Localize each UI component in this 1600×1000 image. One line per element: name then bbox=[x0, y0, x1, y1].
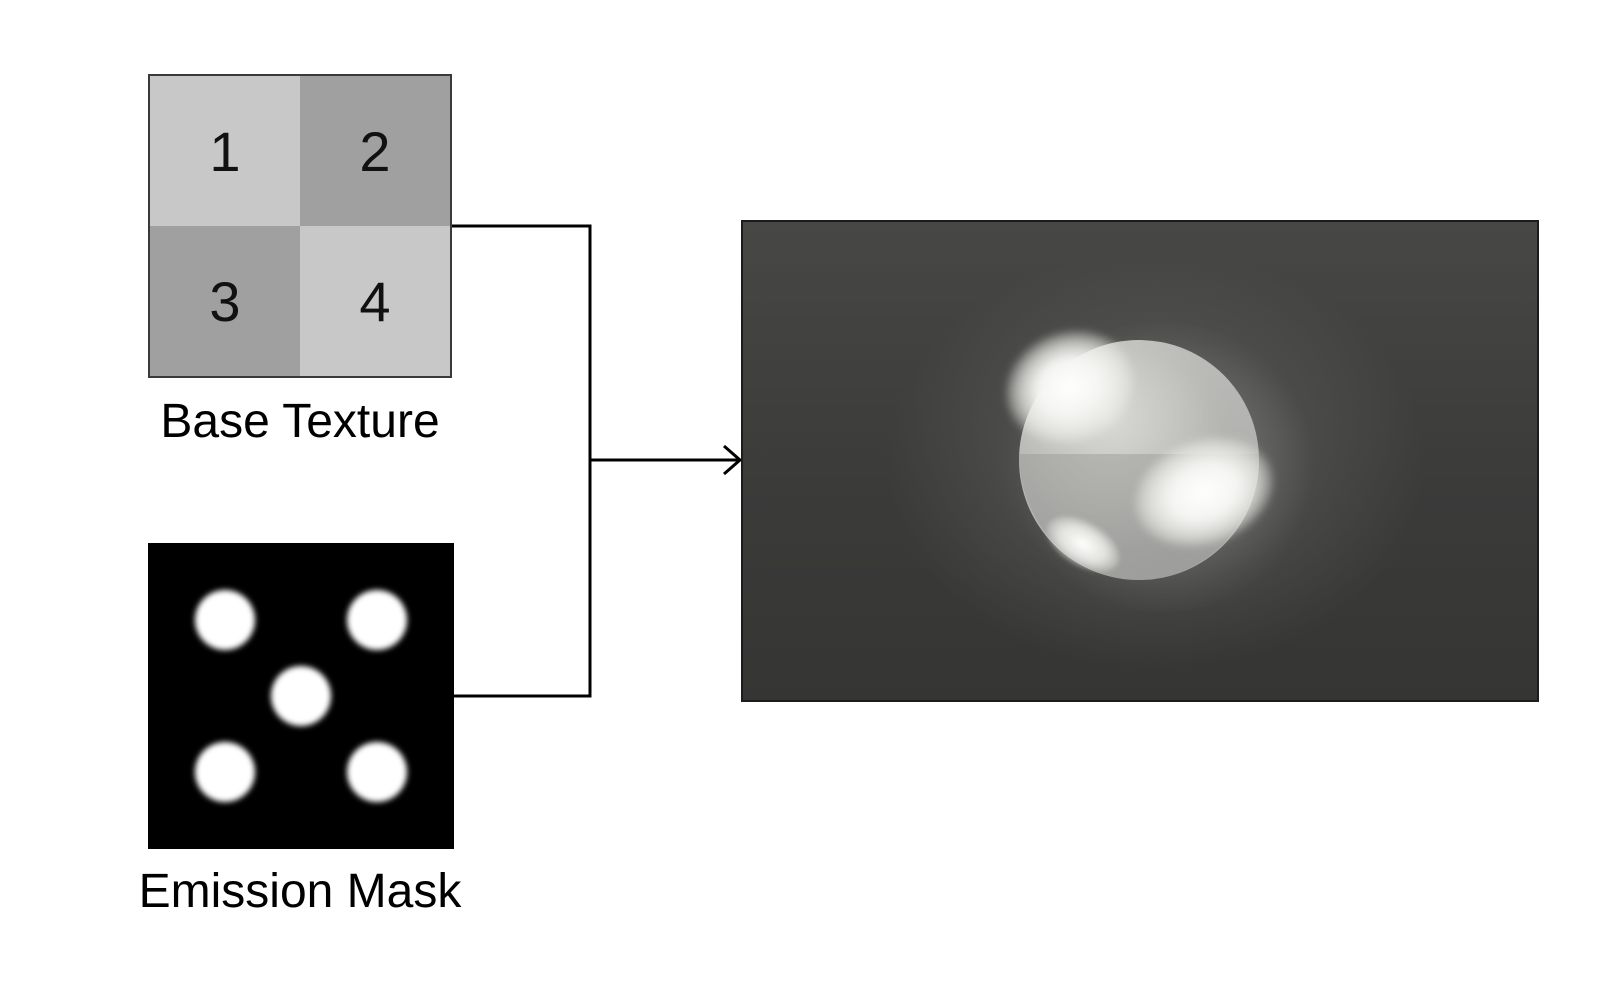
base-texture-image: 1 2 3 4 bbox=[148, 74, 452, 378]
emission-spot bbox=[347, 590, 407, 650]
rendered-sphere-output bbox=[741, 220, 1539, 702]
arrow-head-icon bbox=[723, 444, 743, 476]
emission-mask-image bbox=[148, 543, 454, 849]
emission-mask-caption: Emission Mask bbox=[138, 865, 462, 918]
emission-mask-connector bbox=[454, 460, 592, 698]
texture-tile-4: 4 bbox=[300, 226, 450, 376]
base-texture-connector bbox=[452, 224, 592, 460]
emission-spot bbox=[347, 742, 407, 802]
emission-spot bbox=[195, 590, 255, 650]
texture-tile-1: 1 bbox=[150, 76, 300, 226]
texture-tile-3: 3 bbox=[150, 226, 300, 376]
emission-spot bbox=[195, 742, 255, 802]
base-texture-caption: Base Texture bbox=[160, 395, 440, 448]
emission-spot bbox=[271, 666, 331, 726]
texture-tile-2: 2 bbox=[300, 76, 450, 226]
